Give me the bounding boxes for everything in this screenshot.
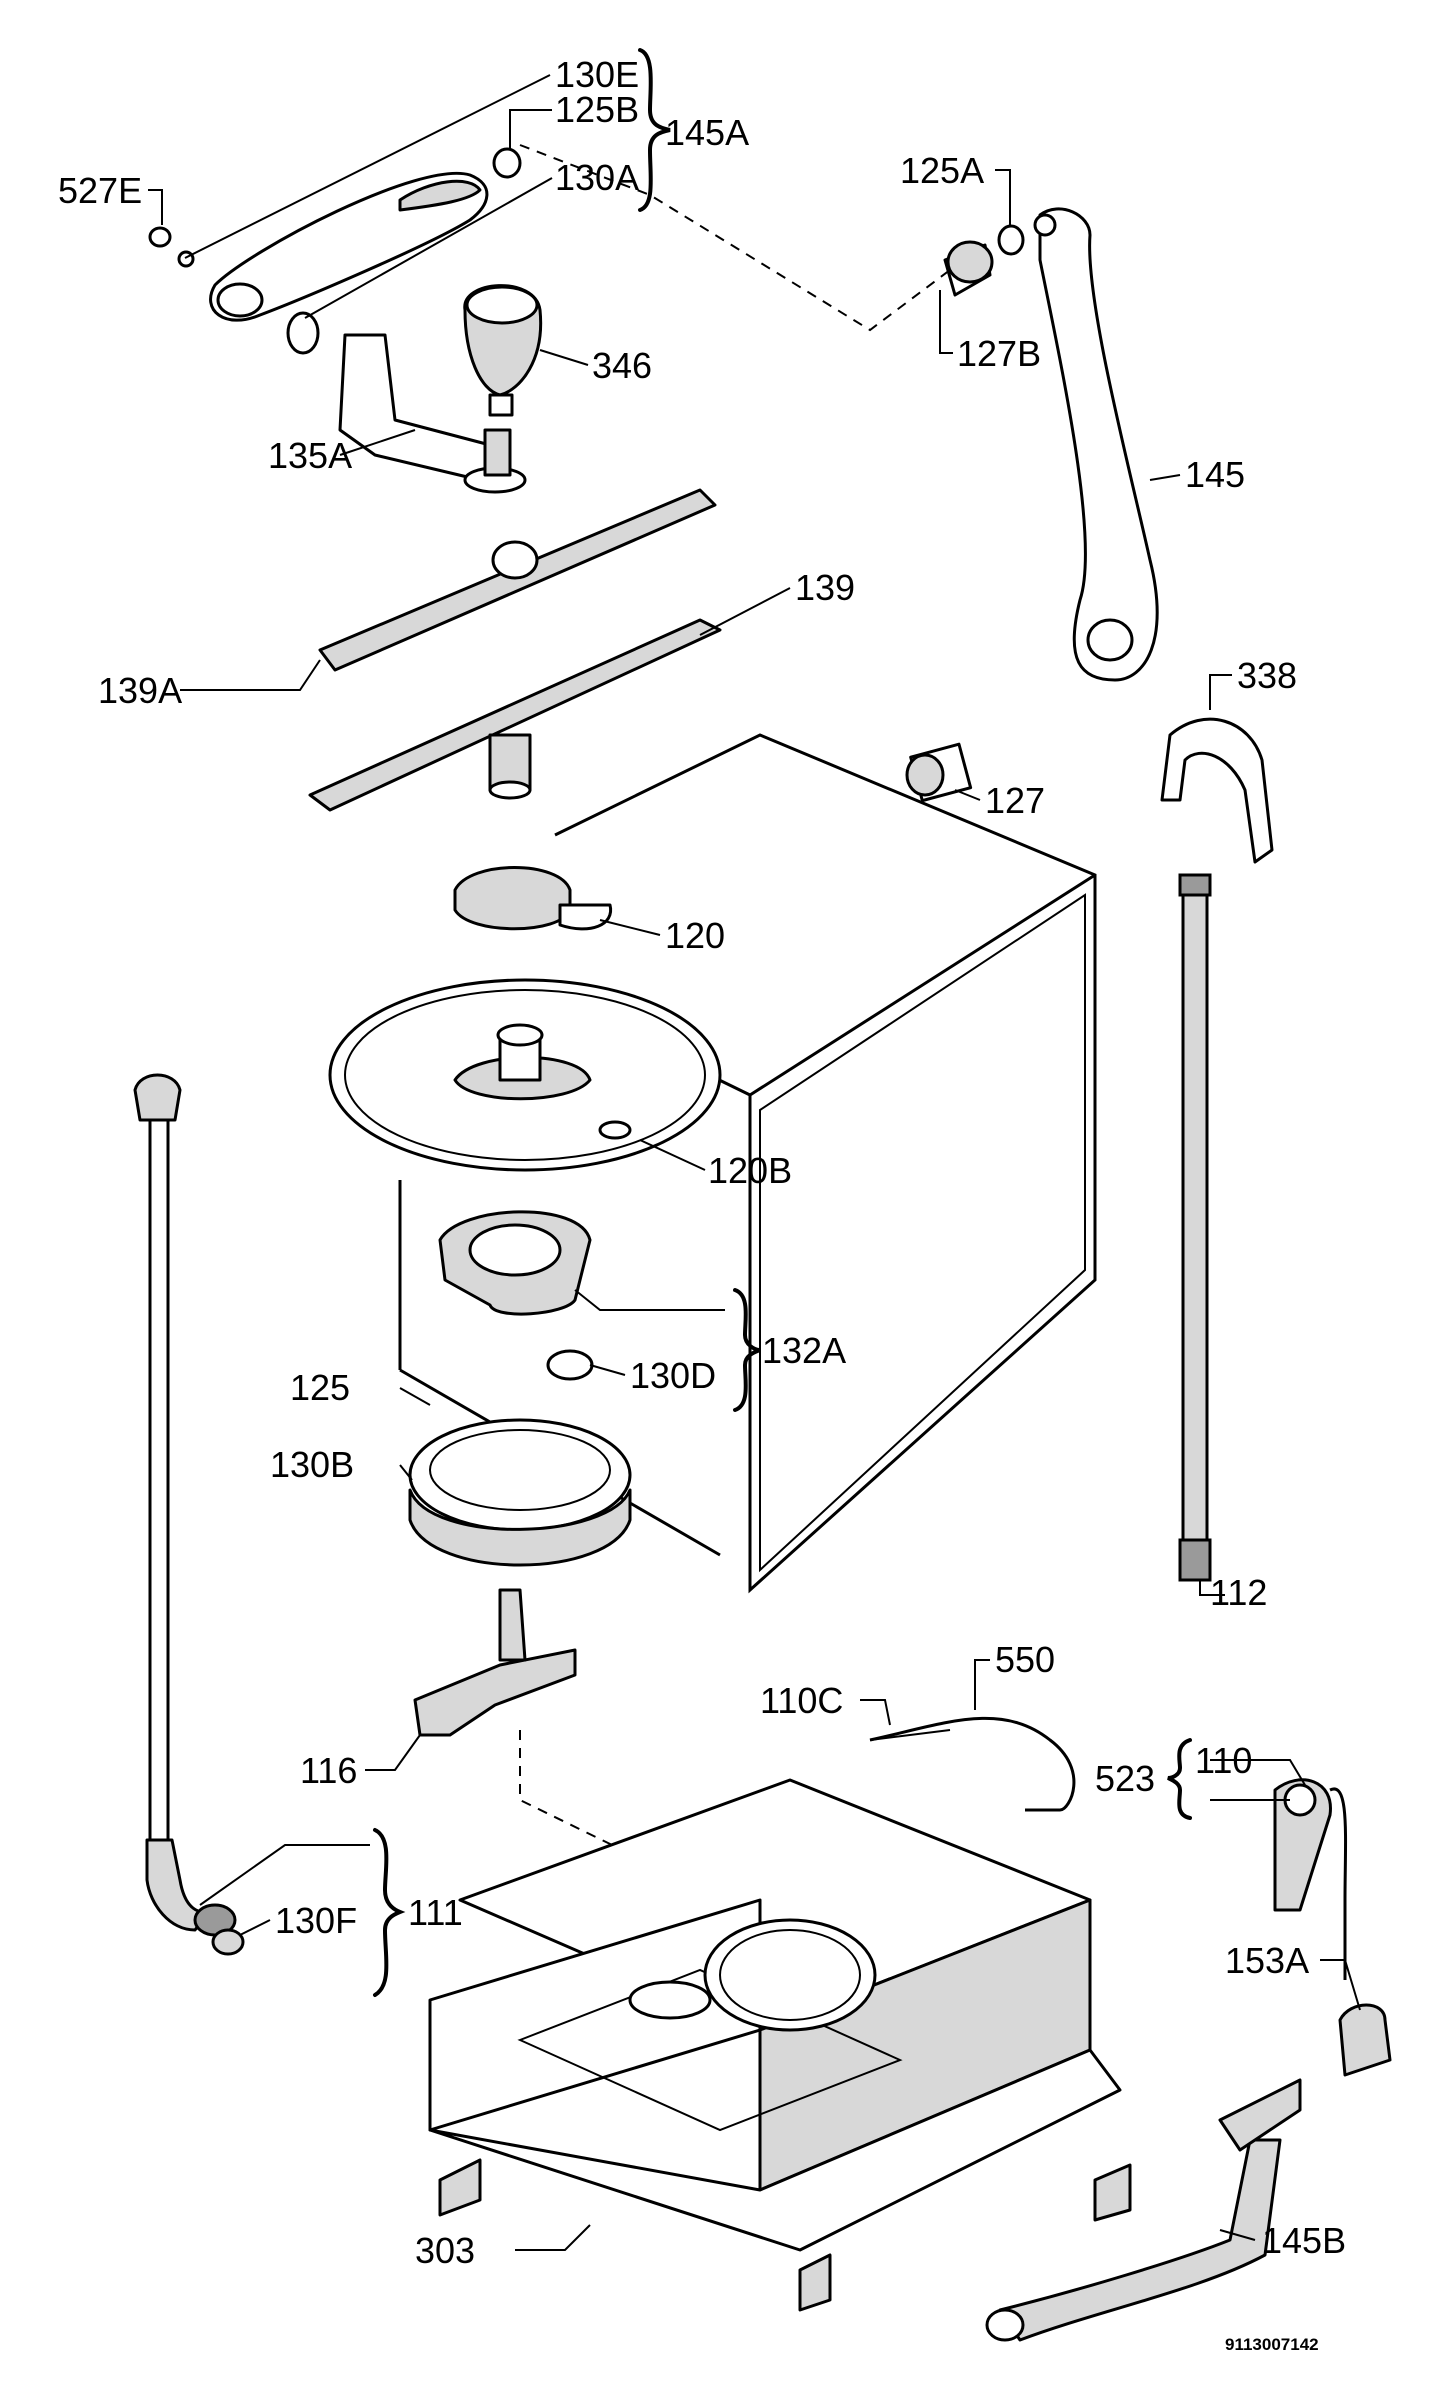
brace-132a xyxy=(733,1288,761,1412)
brace-145a xyxy=(638,48,671,212)
o-ring-130a xyxy=(286,311,320,355)
label-135a: 135A xyxy=(268,435,352,476)
nut-127b xyxy=(943,240,994,297)
label-130f: 130F xyxy=(275,1900,357,1941)
label-127: 127 xyxy=(985,780,1045,821)
brace-523 xyxy=(1167,1738,1192,1820)
label-145a: 145A xyxy=(665,112,749,153)
label-111: 111 xyxy=(408,1892,463,1933)
seal-125a xyxy=(997,224,1025,256)
elbow-153a xyxy=(1338,2003,1392,2077)
label-527e: 527E xyxy=(58,170,142,211)
pipe-145b xyxy=(985,2078,1302,2342)
valve-116 xyxy=(413,1588,577,1737)
seal-125b xyxy=(492,147,522,179)
clip-338 xyxy=(1160,717,1274,864)
ring-125 xyxy=(408,1418,632,1567)
label-550: 550 xyxy=(995,1639,1055,1680)
part-labels: 130E 125B 145A 130A 527E 125A 127B 346 1… xyxy=(58,54,1346,2354)
label-139: 139 xyxy=(795,567,855,608)
label-110: 110 xyxy=(1195,1740,1252,1781)
label-112: 112 xyxy=(1210,1572,1267,1613)
spray-arm-139a xyxy=(318,488,717,672)
label-523: 523 xyxy=(1095,1758,1155,1799)
brace-111 xyxy=(373,1828,406,1997)
hose-112 xyxy=(1178,873,1212,1582)
leader-lines xyxy=(148,74,1361,2251)
pipe-111 xyxy=(133,1073,237,1937)
label-145: 145 xyxy=(1185,454,1245,495)
filter-plate-120b xyxy=(328,978,722,1172)
sensor-110 xyxy=(1273,1778,1348,1980)
label-125b: 125B xyxy=(555,89,639,130)
drawing-number: 9113007142 xyxy=(1225,2335,1319,2354)
label-153a: 153A xyxy=(1225,1940,1309,1981)
seal-130f xyxy=(211,1928,245,1956)
label-110c: 110C xyxy=(760,1680,843,1721)
nut-120 xyxy=(453,866,613,931)
label-116: 116 xyxy=(300,1750,357,1791)
label-130a: 130A xyxy=(555,157,639,198)
label-130d: 130D xyxy=(630,1355,716,1396)
label-127b: 127B xyxy=(957,333,1041,374)
cover-132a xyxy=(438,1210,592,1316)
label-130b: 130B xyxy=(270,1444,354,1485)
label-130e: 130E xyxy=(555,54,639,95)
label-145b: 145B xyxy=(1262,2220,1346,2261)
dashed-connection-lower xyxy=(519,1730,736,1906)
label-303: 303 xyxy=(415,2230,475,2271)
connector-135a xyxy=(338,333,527,494)
seal-130d xyxy=(546,1349,594,1381)
label-120: 120 xyxy=(665,915,725,956)
label-125: 125 xyxy=(290,1367,350,1408)
label-120b: 120B xyxy=(708,1150,792,1191)
label-338: 338 xyxy=(1237,655,1297,696)
hose-550 xyxy=(869,1716,1076,1812)
label-139a: 139A xyxy=(98,670,182,711)
upper-spray-arm xyxy=(209,171,489,322)
supply-pipe-145 xyxy=(1033,207,1159,682)
spray-arm-139 xyxy=(308,618,722,812)
base-303 xyxy=(428,1778,1132,2312)
label-132a: 132A xyxy=(762,1330,846,1371)
label-125a: 125A xyxy=(900,150,984,191)
label-346: 346 xyxy=(592,345,652,386)
tub-outline xyxy=(398,733,1097,1594)
nut-127 xyxy=(905,742,973,803)
nut-527e xyxy=(148,226,172,248)
filter-346 xyxy=(463,284,543,417)
